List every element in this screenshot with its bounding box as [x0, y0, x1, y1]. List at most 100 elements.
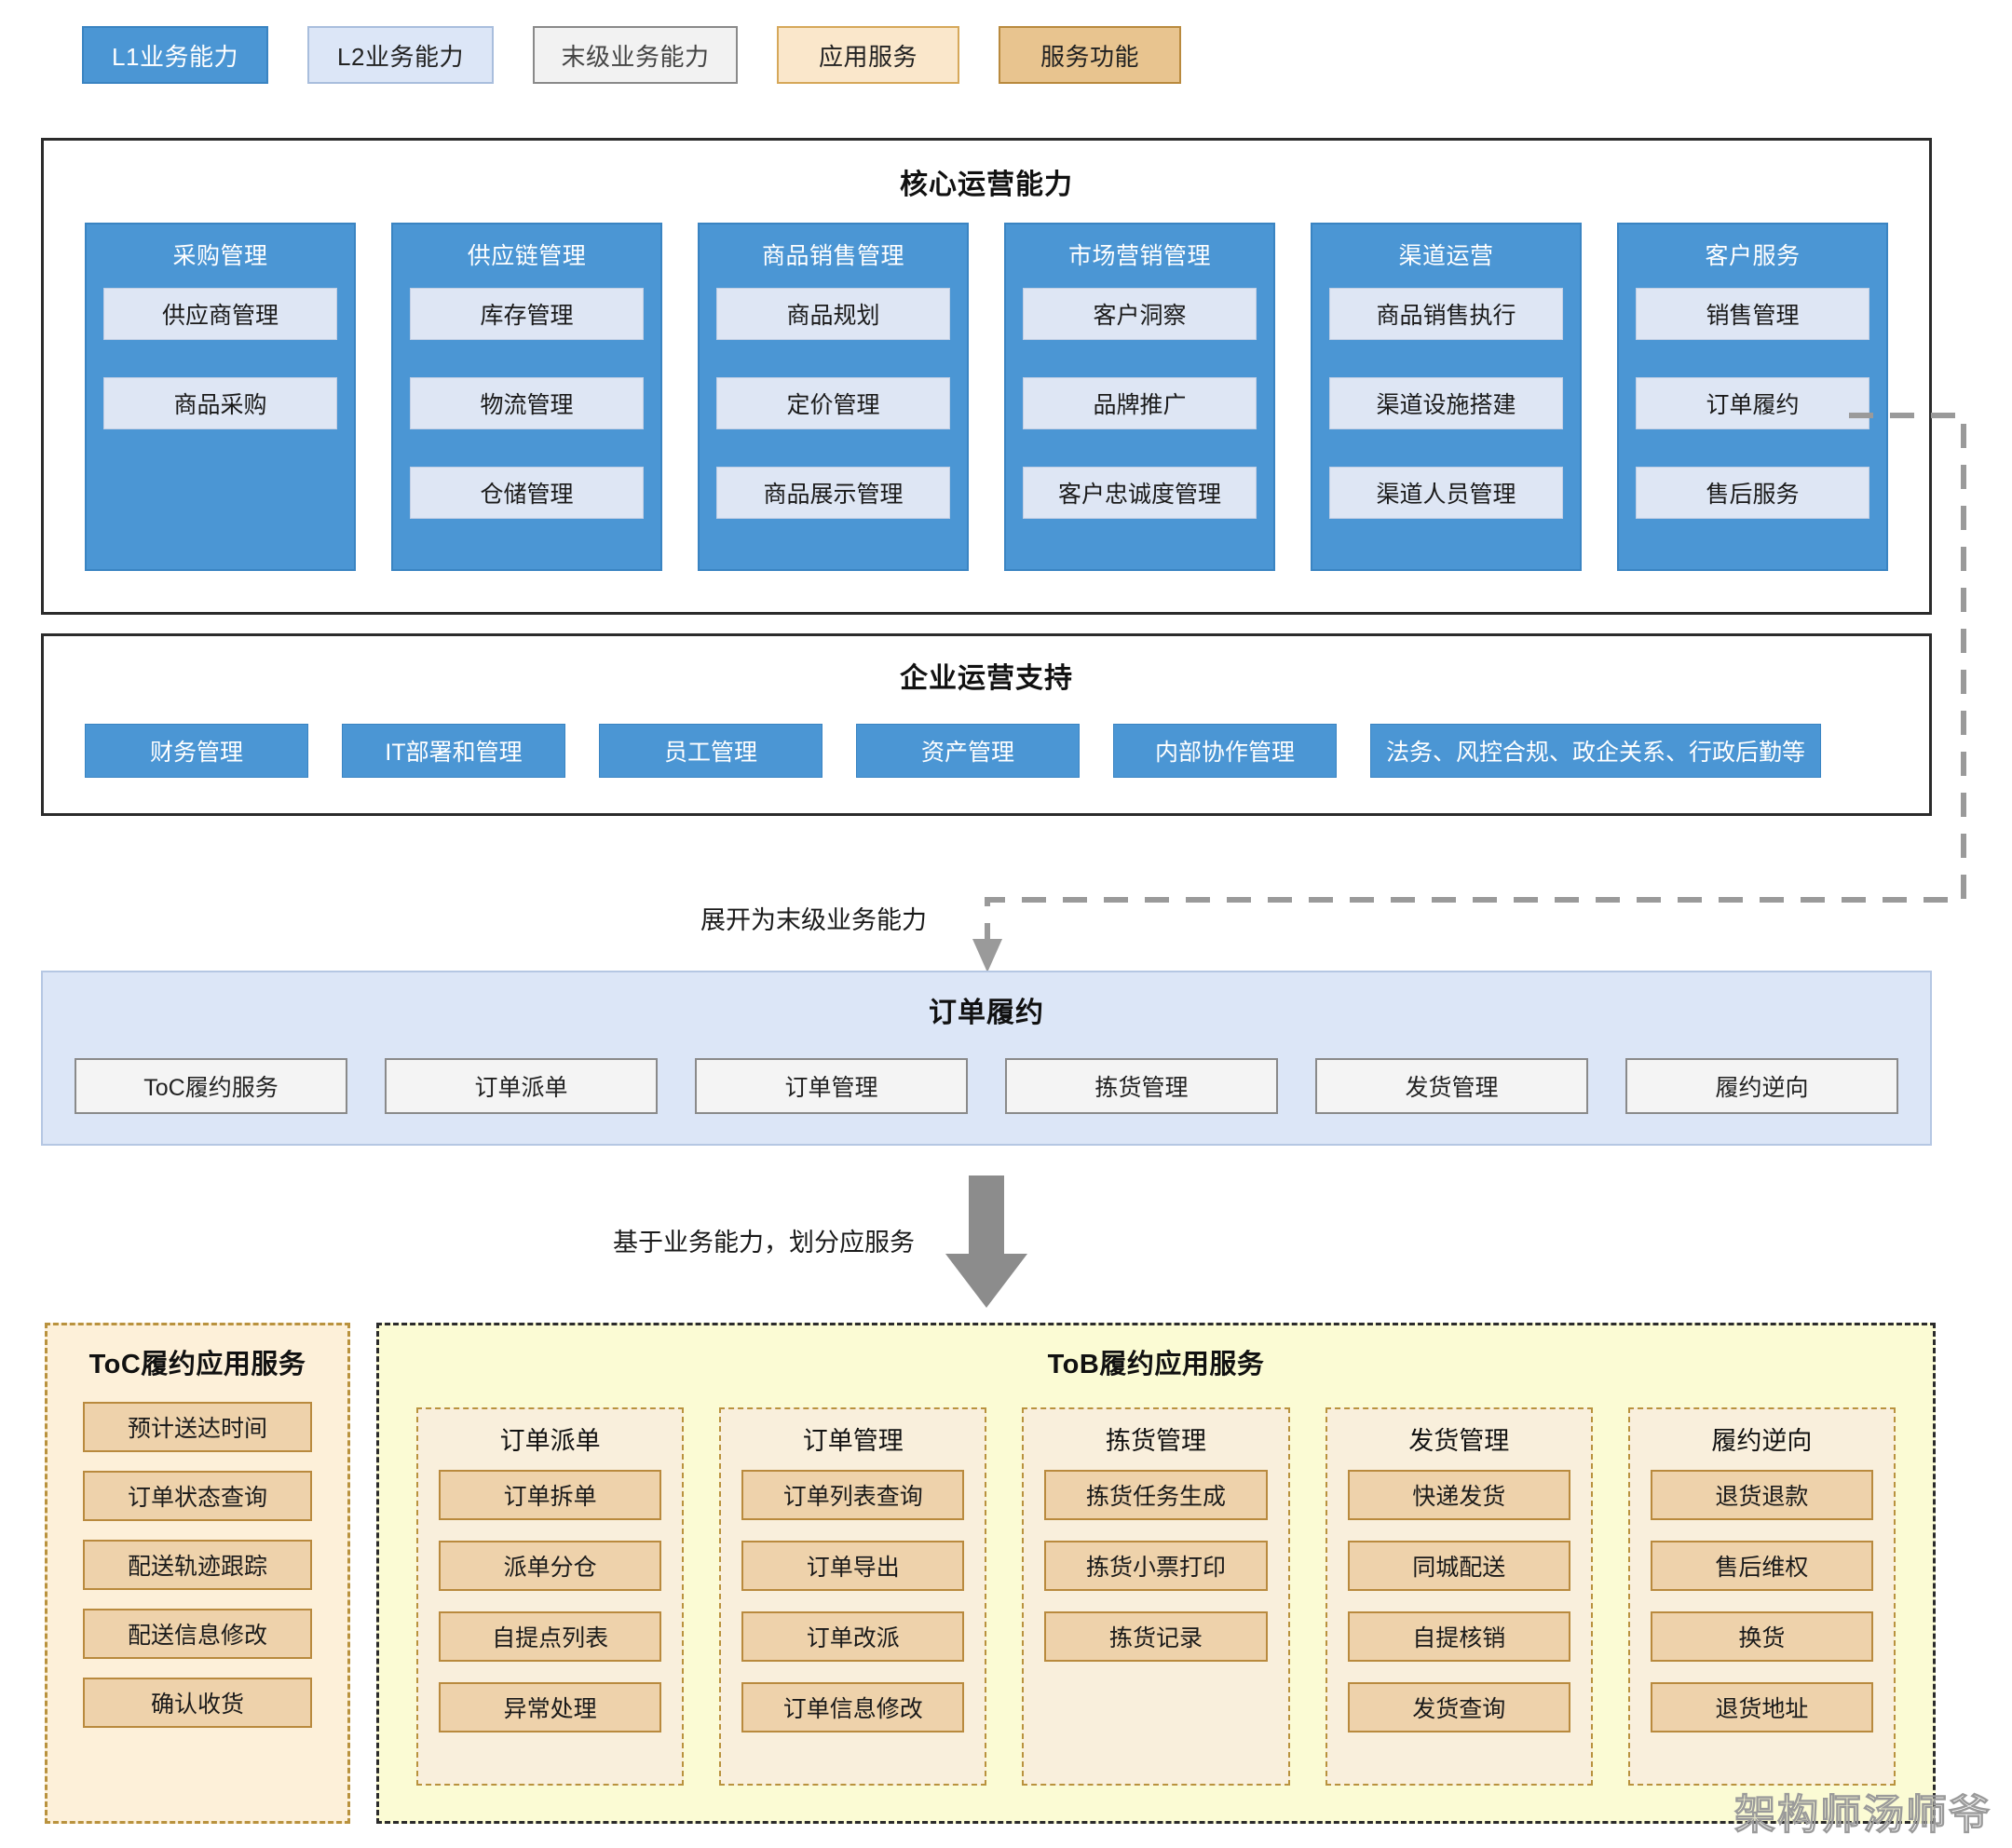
tob-group-picking-management: 拣货管理 拣货任务生成 拣货小票打印 拣货记录	[1022, 1407, 1290, 1786]
support-item-internal-collab: 内部协作管理	[1113, 724, 1337, 778]
toc-panel-title: ToC履约应用服务	[88, 1350, 306, 1379]
tob-group-title: 订单派单	[499, 1427, 601, 1455]
tob-service-groups: 订单派单 订单拆单 派单分仓 自提点列表 异常处理 订单管理 订单列表查询 订单…	[416, 1407, 1896, 1786]
l2-capability: 销售管理	[1636, 288, 1869, 340]
leaf-capability-order-dispatch: 订单派单	[385, 1058, 658, 1114]
support-item-employee: 员工管理	[599, 724, 822, 778]
l1-title: 商品销售管理	[761, 243, 904, 269]
legend-item-l2: L2业务能力	[307, 26, 494, 84]
l2-capability: 品牌推广	[1023, 377, 1257, 429]
leaf-capability-picking-management: 拣货管理	[1005, 1058, 1278, 1114]
legend: L1业务能力 L2业务能力 末级业务能力 应用服务 服务功能	[82, 26, 1181, 84]
support-item-asset: 资产管理	[856, 724, 1080, 778]
l2-capability-order-fulfillment: 订单履约	[1636, 377, 1869, 429]
order-fulfillment-section: 订单履约 ToC履约服务 订单派单 订单管理 拣货管理 发货管理 履约逆向	[41, 971, 1932, 1146]
l1-title: 渠道运营	[1398, 243, 1494, 269]
service-function-intracity-delivery: 同城配送	[1347, 1541, 1570, 1591]
service-function-exchange: 换货	[1650, 1611, 1874, 1662]
l2-capability: 商品规划	[716, 288, 950, 340]
l2-capability: 仓储管理	[410, 467, 644, 519]
service-function-delivery-info-edit: 配送信息修改	[83, 1609, 312, 1659]
l1-title: 采购管理	[172, 243, 268, 269]
legend-item-label: L2业务能力	[337, 42, 464, 71]
toc-application-service-panel: ToC履约应用服务 预计送达时间 订单状态查询 配送轨迹跟踪 配送信息修改 确认…	[45, 1323, 350, 1824]
tob-application-service-panel: ToB履约应用服务 订单派单 订单拆单 派单分仓 自提点列表 异常处理 订单管理…	[376, 1323, 1936, 1824]
service-function-order-status-query: 订单状态查询	[83, 1471, 312, 1521]
leaf-capability-shipping-management: 发货管理	[1315, 1058, 1588, 1114]
enterprise-support-section: 企业运营支持 财务管理 IT部署和管理 员工管理 资产管理 内部协作管理 法务、…	[41, 633, 1932, 816]
leaf-capability-toc-fulfillment: ToC履约服务	[75, 1058, 347, 1114]
service-function-picking-task-generate: 拣货任务生成	[1044, 1470, 1268, 1520]
l1-capability-supply-chain: 供应链管理 库存管理 物流管理 仓储管理	[391, 223, 662, 571]
legend-item-label: 末级业务能力	[561, 42, 710, 71]
tob-group-reverse-fulfillment: 履约逆向 退货退款 售后维权 换货 退货地址	[1627, 1407, 1896, 1786]
l1-title: 客户服务	[1705, 243, 1801, 269]
order-fulfillment-items: ToC履约服务 订单派单 订单管理 拣货管理 发货管理 履约逆向	[75, 1058, 1898, 1114]
support-item-it: IT部署和管理	[342, 724, 565, 778]
service-function-eta: 预计送达时间	[83, 1402, 312, 1452]
service-function-order-export: 订单导出	[741, 1541, 965, 1591]
tob-panel-title: ToB履约应用服务	[1047, 1350, 1265, 1379]
l1-capability-purchasing: 采购管理 供应商管理 商品采购	[85, 223, 356, 571]
toc-service-functions: 预计送达时间 订单状态查询 配送轨迹跟踪 配送信息修改 确认收货	[83, 1402, 312, 1728]
tob-group-title: 订单管理	[802, 1427, 904, 1455]
service-function-pickup-point-list: 自提点列表	[439, 1611, 662, 1662]
core-operations-columns: 采购管理 供应商管理 商品采购 供应链管理 库存管理 物流管理 仓储管理 商品销…	[85, 223, 1888, 571]
service-function-picking-slip-print: 拣货小票打印	[1044, 1541, 1268, 1591]
l1-capability-channel-operations: 渠道运营 商品销售执行 渠道设施搭建 渠道人员管理	[1311, 223, 1582, 571]
split-down-arrow-icon	[945, 1175, 1027, 1308]
enterprise-support-title: 企业运营支持	[900, 663, 1073, 694]
service-function-after-sales-claim: 售后维权	[1650, 1541, 1874, 1591]
service-function-order-reassign: 订单改派	[741, 1611, 965, 1662]
l1-capability-customer-service: 客户服务 销售管理 订单履约 售后服务	[1617, 223, 1888, 571]
service-function-delivery-tracking: 配送轨迹跟踪	[83, 1540, 312, 1590]
enterprise-support-items: 财务管理 IT部署和管理 员工管理 资产管理 内部协作管理 法务、风控合规、政企…	[85, 724, 1888, 778]
l2-capability: 定价管理	[716, 377, 950, 429]
service-function-dispatch-warehouse: 派单分仓	[439, 1541, 662, 1591]
l2-capability: 库存管理	[410, 288, 644, 340]
legend-item-leaf: 末级业务能力	[533, 26, 738, 84]
core-operations-title: 核心运营能力	[900, 170, 1073, 200]
legend-item-l1: L1业务能力	[82, 26, 268, 84]
core-operations-section: 核心运营能力 采购管理 供应商管理 商品采购 供应链管理 库存管理 物流管理 仓…	[41, 138, 1932, 615]
service-function-picking-record: 拣货记录	[1044, 1611, 1268, 1662]
service-function-order-info-edit: 订单信息修改	[741, 1682, 965, 1732]
l2-capability: 渠道设施搭建	[1329, 377, 1563, 429]
l2-capability: 商品展示管理	[716, 467, 950, 519]
service-function-return-refund: 退货退款	[1650, 1470, 1874, 1520]
legend-item-app-service: 应用服务	[777, 26, 959, 84]
tob-group-order-dispatch: 订单派单 订单拆单 派单分仓 自提点列表 异常处理	[416, 1407, 685, 1786]
tob-group-title: 拣货管理	[1106, 1427, 1206, 1455]
service-function-express-shipping: 快递发货	[1347, 1470, 1570, 1520]
watermark: 架构师汤师爷	[1734, 1792, 1992, 1839]
l1-capability-product-sales: 商品销售管理 商品规划 定价管理 商品展示管理	[698, 223, 969, 571]
annotation-split-app-services: 基于业务能力，划分应服务	[613, 1229, 915, 1257]
l1-title: 供应链管理	[467, 243, 587, 269]
service-function-shipping-query: 发货查询	[1347, 1682, 1570, 1732]
leaf-capability-order-management: 订单管理	[695, 1058, 968, 1114]
l2-capability: 售后服务	[1636, 467, 1869, 519]
legend-item-label: L1业务能力	[112, 42, 238, 71]
l2-capability: 商品销售执行	[1329, 288, 1563, 340]
legend-item-label: 应用服务	[818, 42, 918, 71]
l1-capability-marketing: 市场营销管理 客户洞察 品牌推广 客户忠诚度管理	[1004, 223, 1275, 571]
tob-group-order-management: 订单管理 订单列表查询 订单导出 订单改派 订单信息修改	[719, 1407, 987, 1786]
tob-group-title: 发货管理	[1408, 1427, 1510, 1455]
legend-item-service-function: 服务功能	[999, 26, 1181, 84]
tob-group-shipping-management: 发货管理 快递发货 同城配送 自提核销 发货查询	[1325, 1407, 1593, 1786]
l2-capability: 渠道人员管理	[1329, 467, 1563, 519]
support-item-legal-risk-gov-admin: 法务、风控合规、政企关系、行政后勤等	[1370, 724, 1822, 778]
service-function-order-split: 订单拆单	[439, 1470, 662, 1520]
legend-item-label: 服务功能	[1040, 42, 1139, 71]
l2-capability: 客户忠诚度管理	[1023, 467, 1257, 519]
service-function-exception-handling: 异常处理	[439, 1682, 662, 1732]
service-function-pickup-verification: 自提核销	[1347, 1611, 1570, 1662]
l2-capability: 客户洞察	[1023, 288, 1257, 340]
l2-capability: 供应商管理	[103, 288, 337, 340]
service-function-return-address: 退货地址	[1650, 1682, 1874, 1732]
l1-title: 市场营销管理	[1067, 243, 1211, 269]
service-function-order-list-query: 订单列表查询	[741, 1470, 965, 1520]
service-function-confirm-receipt: 确认收货	[83, 1678, 312, 1728]
support-item-finance: 财务管理	[85, 724, 308, 778]
leaf-capability-reverse-fulfillment: 履约逆向	[1625, 1058, 1898, 1114]
